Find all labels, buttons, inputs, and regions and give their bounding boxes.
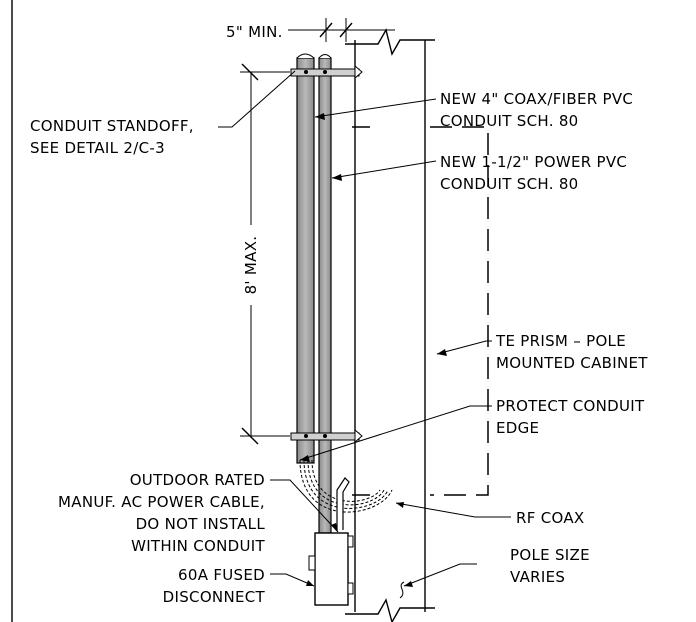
power-cable-label-line3: DO NOT INSTALL xyxy=(136,515,266,533)
power-cable-label-line4: WITHIN CONDUIT xyxy=(131,537,265,555)
coax-conduit-label-line2: CONDUIT SCH. 80 xyxy=(440,112,579,130)
fused-disconnect xyxy=(308,532,354,606)
max-spacing-label: 8' MAX. xyxy=(242,236,260,295)
cabinet-label-line2: MOUNTED CABINET xyxy=(496,354,648,372)
power-cable-label-line1: OUTDOOR RATED xyxy=(130,471,265,489)
standoff-bottom xyxy=(290,428,363,445)
power-conduit-label-line2: CONDUIT SCH. 80 xyxy=(440,175,579,193)
disconnect-label-line2: DISCONNECT xyxy=(163,588,266,606)
cabinet-outline xyxy=(352,126,489,496)
ac-power-cable xyxy=(336,477,350,530)
conduit-standoff-label-line1: CONDUIT STANDOFF, xyxy=(30,117,194,135)
pole-size-label-line2: VARIES xyxy=(510,568,565,586)
cabinet-label-line1: TE PRISM – POLE xyxy=(495,332,626,350)
power-conduit-label-line1: NEW 1-1/2" POWER PVC xyxy=(440,153,627,171)
standoff-top xyxy=(290,64,363,81)
coax-conduit-label-line1: NEW 4" COAX/FIBER PVC xyxy=(440,90,633,108)
conduit-standoff-label-line2: SEE DETAIL 2/C-3 xyxy=(30,139,165,157)
pole-size-label-line1: POLE SIZE xyxy=(510,546,590,564)
disconnect-label-line1: 60A FUSED xyxy=(178,566,265,584)
protect-edge-label-line1: PROTECT CONDUIT xyxy=(496,397,645,415)
coax-conduit xyxy=(296,53,315,464)
rf-coax-label: RF COAX xyxy=(516,509,584,527)
protect-edge-label-line2: EDGE xyxy=(496,419,539,437)
pole xyxy=(345,28,435,622)
power-conduit xyxy=(318,54,332,534)
max-spacing-dimension xyxy=(240,63,290,445)
power-cable-label-line2: MANUF. AC POWER CABLE, xyxy=(58,493,265,511)
min-clearance-dimension xyxy=(288,18,395,42)
min-clearance-label: 5" MIN. xyxy=(226,23,283,41)
leader-lines xyxy=(218,70,511,587)
